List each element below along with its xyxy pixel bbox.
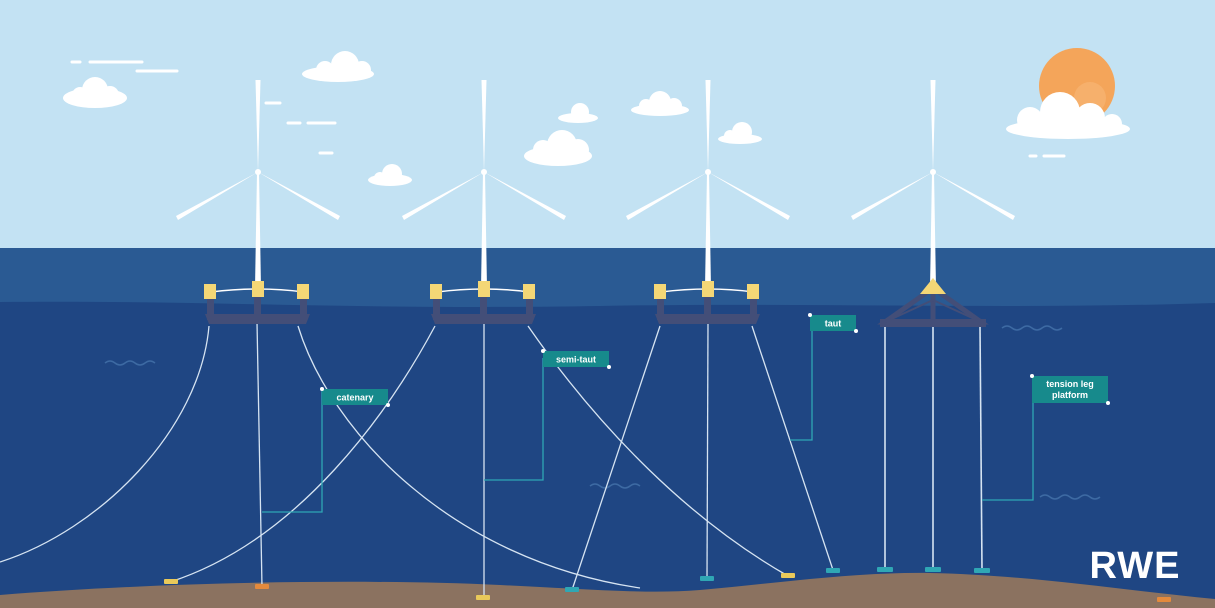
taut-line-right: [751, 325, 834, 571]
wind-turbine-icon: [626, 80, 790, 288]
wind-turbine-icon: [176, 80, 340, 288]
leader-lines: [262, 318, 1034, 513]
anchor-icon: [826, 568, 840, 573]
anchor-icon: [925, 567, 941, 572]
anchor-icon: [164, 579, 178, 584]
cloud-icon: [368, 164, 412, 186]
catenary-line-left: [0, 325, 210, 563]
label-semi-taut-text: semi-taut: [556, 355, 596, 365]
sea-deep: [0, 301, 1215, 608]
label-semi-taut: semi-taut: [541, 349, 611, 369]
cloud-icon: [524, 130, 592, 166]
floating-platforms: [204, 278, 989, 327]
anchor-icon: [781, 573, 795, 578]
sea-surface: [0, 248, 1215, 310]
rwe-logo: RWE: [1090, 545, 1181, 587]
label-tension-leg-platform: tension leg platform: [1030, 374, 1110, 405]
catenary-line-right: [297, 325, 641, 589]
anchor-icon: [565, 587, 579, 592]
anchor-icon: [1157, 597, 1171, 602]
cloud-icon: [1006, 92, 1130, 139]
semi-submersible-platform: [430, 281, 536, 324]
anchor-icon: [476, 595, 490, 600]
wind-streaks: [70, 60, 1066, 158]
clouds: [63, 51, 1130, 186]
semi-submersible-platform: [204, 281, 310, 324]
label-taut-text: taut: [825, 319, 842, 329]
label-taut: taut: [808, 313, 858, 333]
taut-line-left: [571, 325, 661, 591]
wave-icon: [1039, 494, 1101, 500]
cloud-icon: [63, 77, 127, 108]
cloud-icon: [558, 103, 598, 123]
cloud-icon: [631, 91, 689, 116]
semi-submersible-platform: [654, 281, 760, 324]
seabed: [0, 572, 1215, 608]
cloud-icon: [302, 51, 374, 82]
anchor-icon: [877, 567, 893, 572]
label-tension-leg-text-line1: tension leg: [1046, 379, 1094, 389]
tension-leg-platform: [877, 278, 989, 327]
mooring-lines: [0, 321, 834, 597]
anchors: [164, 567, 1171, 602]
wind-turbine-icon: [851, 80, 1015, 288]
turbines: [176, 80, 1015, 288]
tension-leg-tendons: [884, 325, 983, 571]
label-catenary: catenary: [320, 387, 390, 407]
catenary-line-vertical: [256, 321, 263, 588]
cloud-icon: [718, 122, 762, 144]
taut-line-vertical: [706, 321, 709, 579]
wave-icon: [589, 483, 641, 489]
wind-turbine-icon: [402, 80, 566, 288]
semi-taut-line-left: [169, 325, 436, 583]
label-tension-leg-text-line2: platform: [1052, 390, 1088, 400]
anchor-icon: [974, 568, 990, 573]
waves: [104, 325, 1101, 500]
anchor-icon: [255, 584, 269, 589]
wave-icon: [104, 360, 156, 366]
anchor-icon: [700, 576, 714, 581]
label-catenary-text: catenary: [336, 393, 373, 403]
wave-icon: [1001, 325, 1063, 331]
